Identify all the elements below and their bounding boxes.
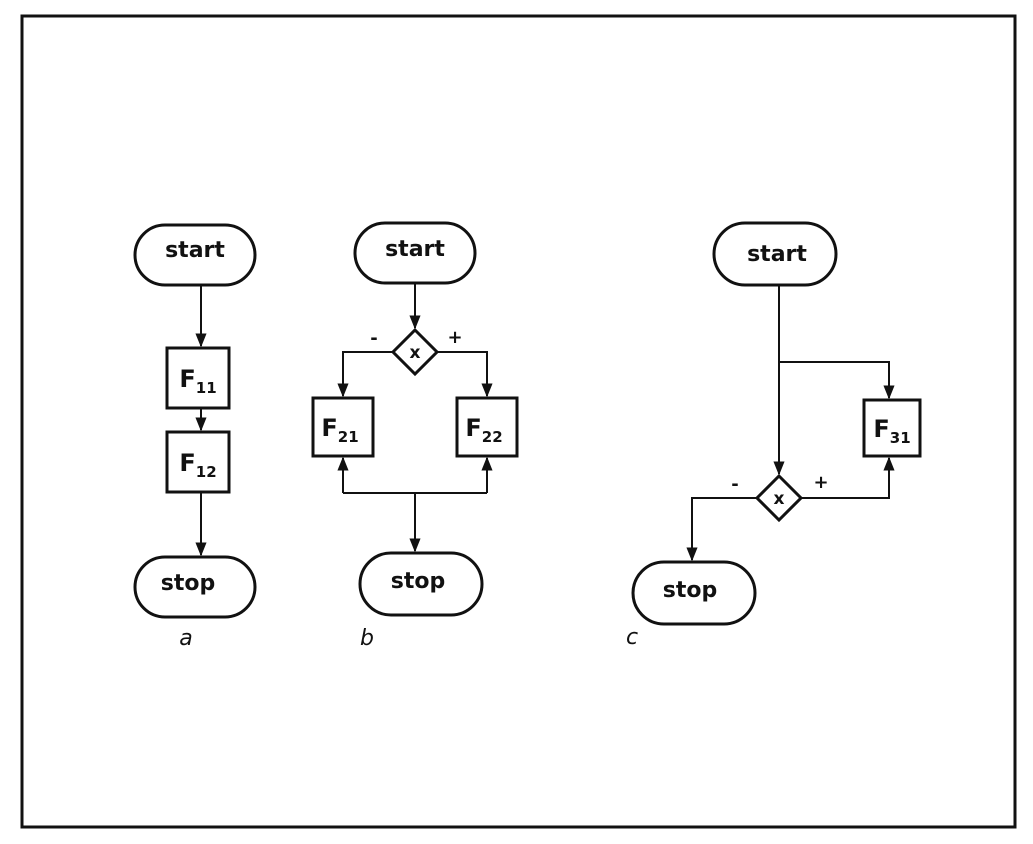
- panel-c-f31-label: F31: [873, 415, 910, 447]
- panel-a: [133, 223, 257, 619]
- panel-a-start-label: start: [165, 238, 225, 263]
- panel-b-plus-branch: [437, 351, 493, 398]
- panel-c-loop-top: [779, 361, 895, 400]
- panel-b-caption: b: [360, 626, 374, 651]
- panel-c-stop-terminal: [631, 560, 757, 626]
- panel-c-box-f31: [862, 398, 922, 458]
- panel-c-caption: c: [626, 625, 638, 650]
- panel-a-box-f11: [165, 346, 231, 410]
- panel-c-plus-sign: +: [813, 472, 828, 493]
- panel-a-caption: a: [179, 626, 192, 651]
- panel-a-f12-label: F12: [179, 449, 216, 481]
- panel-b-f22-label: F22: [465, 414, 502, 446]
- panel-b-f21-label: F21: [321, 414, 358, 446]
- panel-a-stop-terminal: [133, 555, 257, 619]
- panel-a-stop-label: stop: [161, 571, 215, 596]
- panel-c-start-label: start: [747, 242, 807, 267]
- panel-b-decision-diamond: [390, 327, 440, 377]
- panel-b: [311, 221, 519, 617]
- panel-a-start-terminal: [133, 223, 257, 287]
- panel-c-minus-sign: -: [731, 474, 738, 495]
- panel-a-f11-label: F11: [179, 365, 216, 397]
- panel-b-plus-sign: +: [447, 327, 462, 348]
- panel-c-stop-label: stop: [663, 578, 717, 603]
- panel-b-stop-label: stop: [391, 569, 445, 594]
- panel-c-decision-label: x: [774, 489, 785, 509]
- panel-c-minus-branch: [686, 497, 757, 562]
- panel-c-plus-return: [801, 456, 895, 499]
- panel-c: [631, 221, 922, 626]
- panel-b-start-label: start: [385, 237, 445, 262]
- panel-b-minus-branch: [337, 351, 393, 398]
- panel-b-minus-sign: -: [370, 328, 377, 349]
- panel-c-decision-diamond: [754, 473, 804, 523]
- panel-b-decision-label: x: [410, 343, 421, 363]
- panel-a-box-f12: [165, 430, 231, 494]
- panel-b-stop-terminal: [358, 551, 484, 617]
- figure-frame: [20, 14, 1017, 829]
- panel-b-box-f21: [311, 396, 375, 458]
- panel-c-start-terminal: [712, 221, 838, 287]
- panel-b-box-f22: [455, 396, 519, 458]
